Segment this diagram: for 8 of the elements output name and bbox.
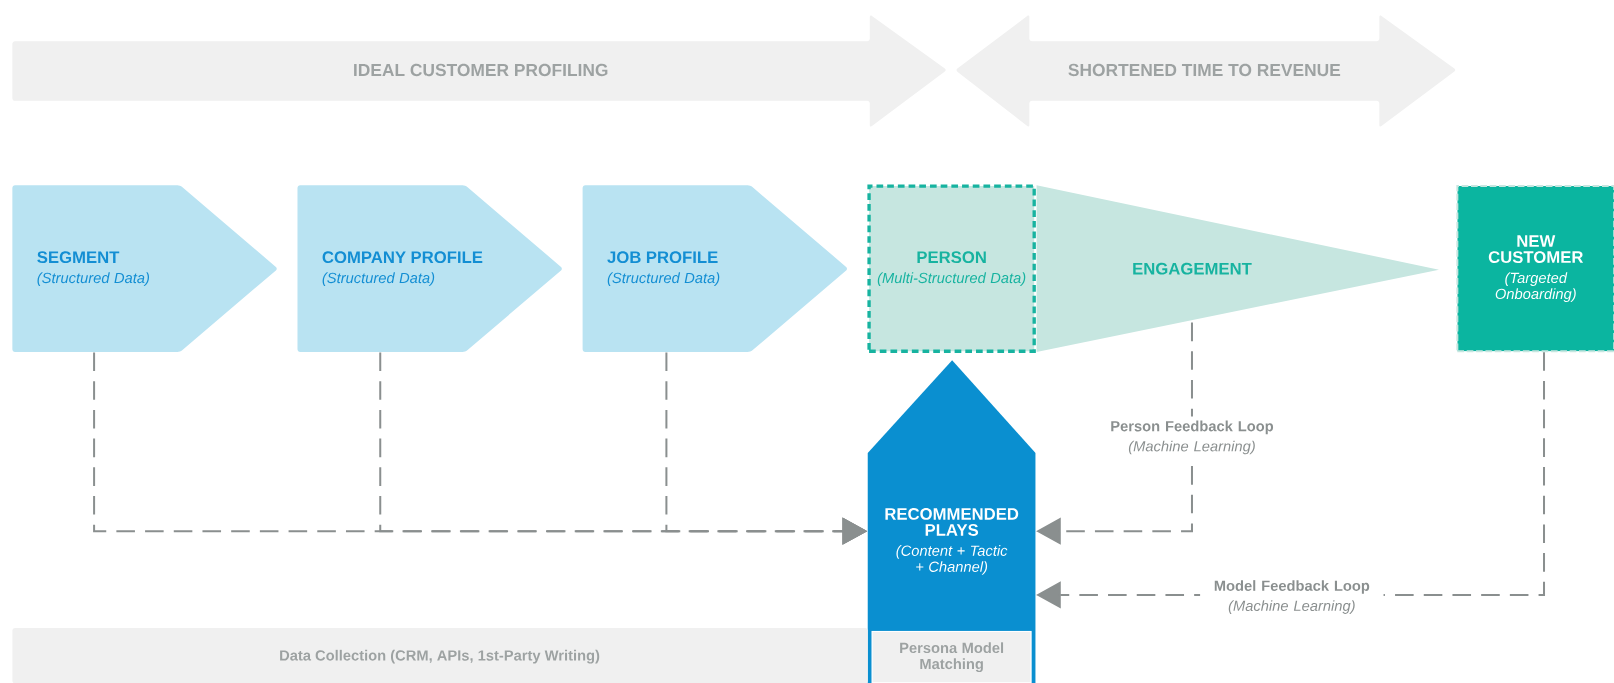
data-band: Data Collection (CRM, APIs, 1st-Party Writing) [12, 627, 868, 683]
edge-label: Person Feedback Loop (Machine Learning) [1100, 416, 1284, 459]
dashed-box: PERSON (Multi-Structured Data) [867, 184, 1036, 353]
label-box: Persona Model Matching [871, 630, 1032, 683]
edge-label: Model Feedback Loop (Machine Learning) [1200, 575, 1384, 618]
phase-banner: IDEAL CUSTOMER PROFILING [12, 15, 946, 127]
dashed-box: NEW CUSTOMER (Targeted Onboarding) [1456, 184, 1614, 352]
phase-banner: SHORTENED TIME TO REVENUE [956, 15, 1456, 127]
